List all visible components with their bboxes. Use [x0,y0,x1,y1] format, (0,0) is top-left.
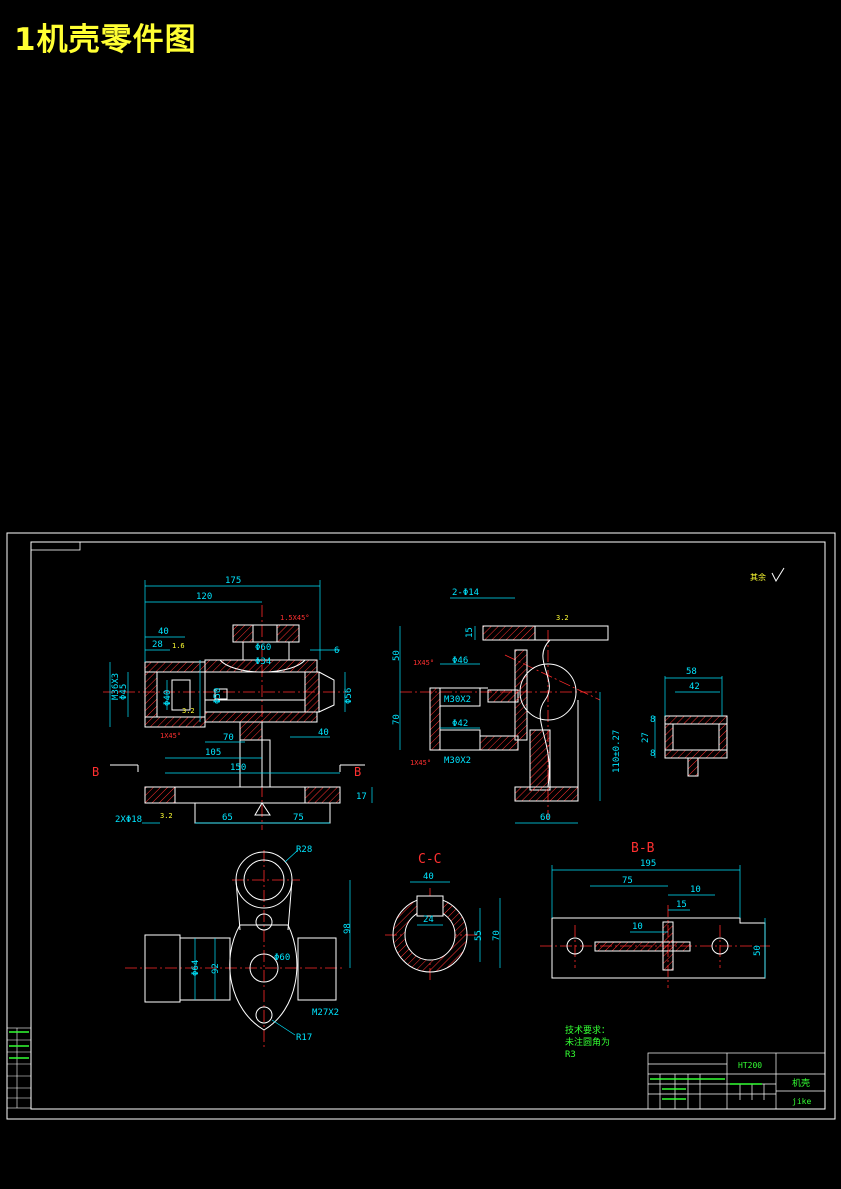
section-cc-view: C-C 40 24 55 70 [385,852,502,982]
dim-phi60-plan: Φ60 [274,953,290,963]
side-section-view: 2-Φ14 15 50 Φ46 70 M30X2 Φ42 M30X2 110±0… [392,588,622,824]
dim-40: 40 [158,627,169,637]
dim-8b: 8 [650,749,655,759]
dim-cc-55: 55 [474,930,484,941]
chamfer-1: 1.5X45° [280,614,310,622]
section-bb-view: B-B 195 75 10 15 10 [540,841,770,988]
title-part-name: 机壳 [792,1077,810,1089]
dim-side-50: 50 [392,650,402,661]
dim-cc-40: 40 [423,872,434,882]
dim-98: 98 [343,923,353,934]
dim-bb-10a: 10 [690,885,701,895]
dim-side-70: 70 [392,714,402,725]
dim-r28: R28 [296,845,312,855]
dim-40b: 40 [318,728,329,738]
chamfer-2: 1X45° [160,732,181,740]
roughness-base: 3.2 [160,812,173,820]
dim-6: 6 [334,646,339,656]
dim-cc-70: 70 [492,930,502,941]
dim-2xphi18: 2XΦ18 [115,815,142,825]
section-b-right: B [354,765,361,779]
roughness-front-left: 3.2 [182,707,195,715]
dim-m36: M36X3 [111,673,121,700]
sheet-outer-border [6,532,836,1120]
dim-150: 150 [230,763,246,773]
small-section-view: 58 42 27 8 8 [641,667,728,777]
dim-phi46: Φ46 [452,656,468,666]
dim-120: 120 [196,592,212,602]
roughness-symbol-icon [771,567,785,583]
dim-65: 65 [222,813,233,823]
dim-42: 42 [689,682,700,692]
dim-phi45: Φ45 [119,684,129,700]
dim-70: 70 [223,733,234,743]
dim-58: 58 [686,667,697,677]
dim-105: 105 [205,748,221,758]
dim-phi60: Φ60 [255,643,271,653]
plan-view: R28 Φ64 92 Φ60 M27X2 R17 98 [125,845,353,1048]
dim-2-phi14: 2-Φ14 [452,588,479,598]
left-margin-strip [6,1027,32,1109]
tech-requirements-line-1: 未注圆角为 [565,1036,610,1048]
sheet-inner-border [30,541,826,1110]
dim-side-60: 60 [540,813,551,823]
title-material: HT200 [738,1061,762,1070]
dim-8a: 8 [650,715,655,725]
dim-175: 175 [225,576,241,586]
roughness-side-top: 3.2 [556,614,569,622]
dim-110: 110±0.27 [612,730,622,773]
title-drawing-no: jike [792,1097,811,1106]
title-block [647,1052,826,1110]
dim-cc-24: 24 [423,915,434,925]
dim-bb-75: 75 [622,876,633,886]
dim-phi42: Φ42 [452,719,468,729]
section-cc-label: C-C [418,852,441,867]
dim-phi56: Φ56 [344,688,354,704]
dim-17: 17 [356,792,367,802]
dim-phi64: Φ64 [191,960,201,976]
dim-75: 75 [293,813,304,823]
section-b-left: B [92,765,99,779]
dim-m27: M27X2 [312,1008,339,1018]
tech-requirements-title: 技术要求： [565,1024,610,1036]
dim-28: 28 [152,640,163,650]
dim-side-15: 15 [465,627,475,638]
chamfer-3: 1X45° [413,659,434,667]
dim-phi34: Φ34 [255,657,271,667]
tech-requirements-line-2: R3 [565,1050,576,1060]
front-section-view: 175 120 40 28 M36X3 Φ45 Φ40 Φ50 Φ60 Φ34 … [92,576,373,830]
dim-r17: R17 [296,1033,312,1043]
dim-27: 27 [641,732,651,743]
dim-92: 92 [211,963,221,974]
dim-bb-15: 15 [676,900,687,910]
dim-bb-10b: 10 [632,922,643,932]
roughness-corner-note: 其余 [750,572,766,582]
page-title: 1机壳零件图 [14,22,197,58]
dim-m30-b: M30X2 [444,756,471,766]
drawing-number-box [30,541,81,551]
dim-bb-50: 50 [753,945,763,956]
dim-phi50: Φ50 [213,688,223,704]
section-bb-label: B-B [631,841,655,856]
dim-bb-195: 195 [640,859,656,869]
dim-phi40: Φ40 [163,690,173,706]
chamfer-4: 1X45° [410,759,431,767]
roughness-front-top: 1.6 [172,642,185,650]
dim-m30-a: M30X2 [444,695,471,705]
